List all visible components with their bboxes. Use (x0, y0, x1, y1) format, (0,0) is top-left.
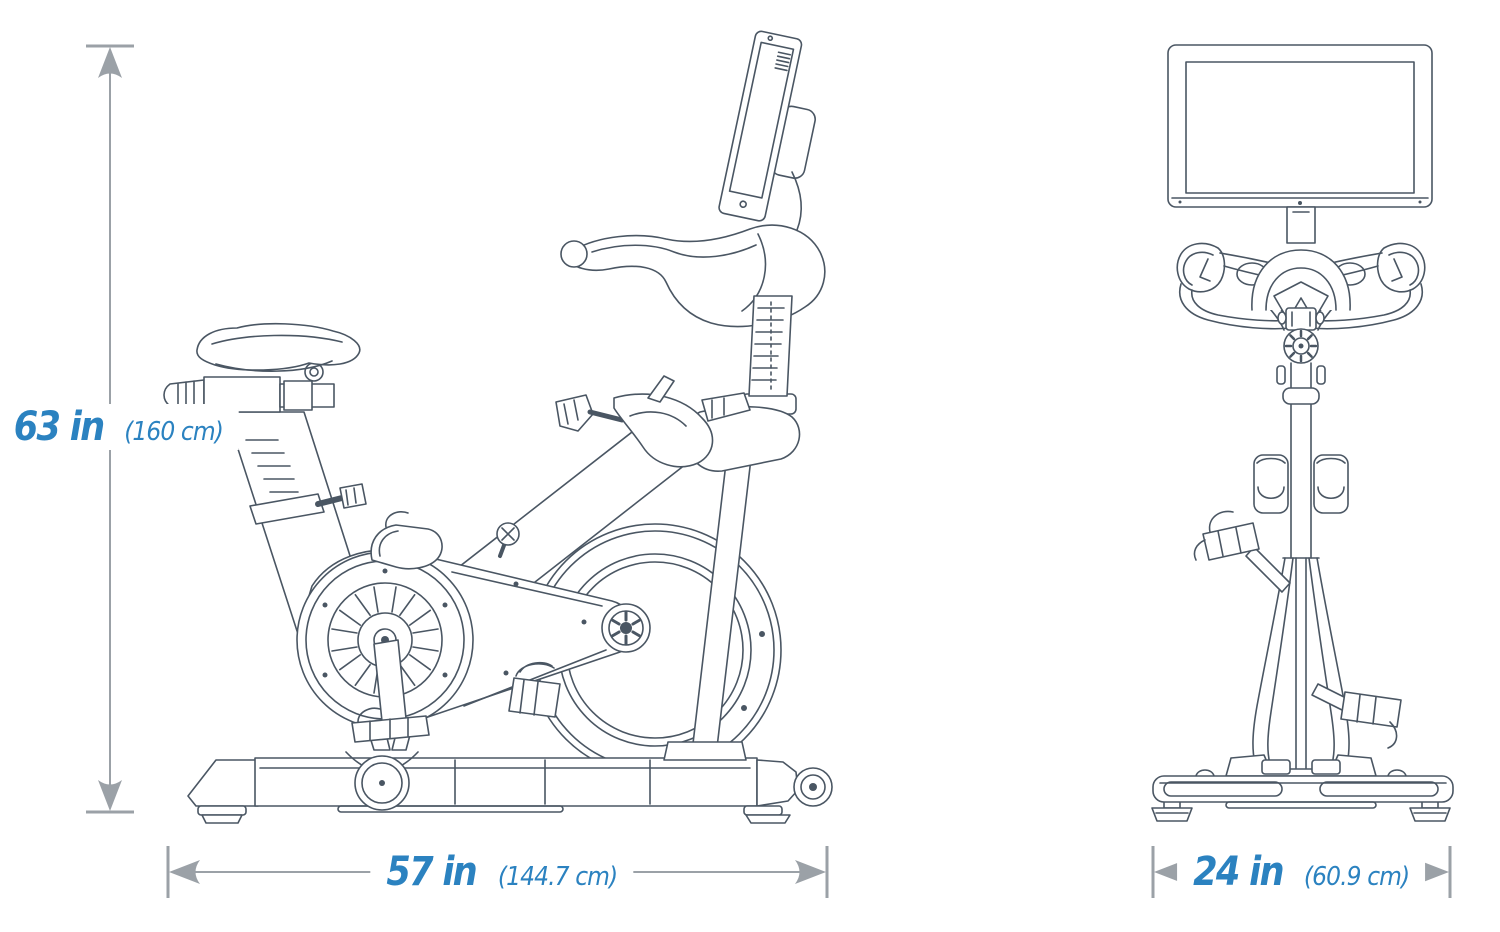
handlebar-center (1251, 249, 1351, 364)
leveling-foot (197, 805, 247, 816)
width-dimension-label: 24 in (60.9 cm) (1177, 849, 1425, 895)
crank-and-pedals (351, 639, 561, 743)
height-dimension-label: 63 in (160 cm) (0, 404, 239, 450)
height-imperial-value: 63 in (13, 404, 105, 450)
height-metric-value: (160 cm) (123, 417, 224, 447)
pedal (1202, 522, 1260, 561)
resistance-lever-housing (613, 393, 714, 468)
length-metric-value: (144.7 cm) (497, 862, 618, 892)
rear-support-tube (663, 445, 753, 761)
arrow-left-icon (169, 860, 200, 884)
saddle (196, 322, 361, 371)
leveling-foot (1151, 807, 1193, 822)
length-imperial-value: 57 in (386, 849, 477, 895)
pedal (508, 677, 561, 718)
adjustment-knob (339, 483, 367, 509)
front-base (1152, 754, 1454, 809)
frame-leg (1252, 557, 1286, 765)
tablet-screen (728, 41, 795, 199)
monitor (1167, 44, 1433, 208)
monitor-post (1286, 206, 1316, 244)
front-left-half (1151, 242, 1294, 822)
length-dimension-label: 57 in (144.7 cm) (370, 849, 634, 895)
seat-assembly (163, 322, 361, 413)
frame-column (1276, 362, 1326, 769)
width-metric-value: (60.9 cm) (1303, 862, 1410, 892)
front-transport-roller (354, 755, 410, 811)
bottle-holder (1253, 454, 1289, 514)
adjustment-knob (701, 392, 751, 422)
arrow-right-icon (1418, 860, 1449, 884)
arrow-right-icon (795, 860, 826, 884)
height-markings (245, 439, 303, 506)
pedal (1340, 691, 1402, 728)
monitor-screen (1185, 61, 1415, 194)
front-view-drawing (1151, 44, 1454, 822)
base-rail (187, 757, 833, 824)
adjustment-knob (555, 394, 594, 432)
handlebar-junction (555, 375, 801, 472)
front-pedals (1193, 510, 1402, 749)
stem-clamp (1285, 307, 1317, 331)
handlebar-post (748, 295, 793, 397)
stabilizer-bar (1152, 775, 1454, 803)
drive-belt (451, 571, 651, 707)
leveling-foot (743, 805, 783, 816)
side-view-drawing (163, 30, 833, 824)
arrow-up-icon (98, 47, 122, 78)
tablet-console (718, 30, 816, 231)
width-imperial-value: 24 in (1193, 849, 1284, 895)
bottle-cage (370, 511, 520, 570)
arrow-down-icon (98, 780, 122, 811)
